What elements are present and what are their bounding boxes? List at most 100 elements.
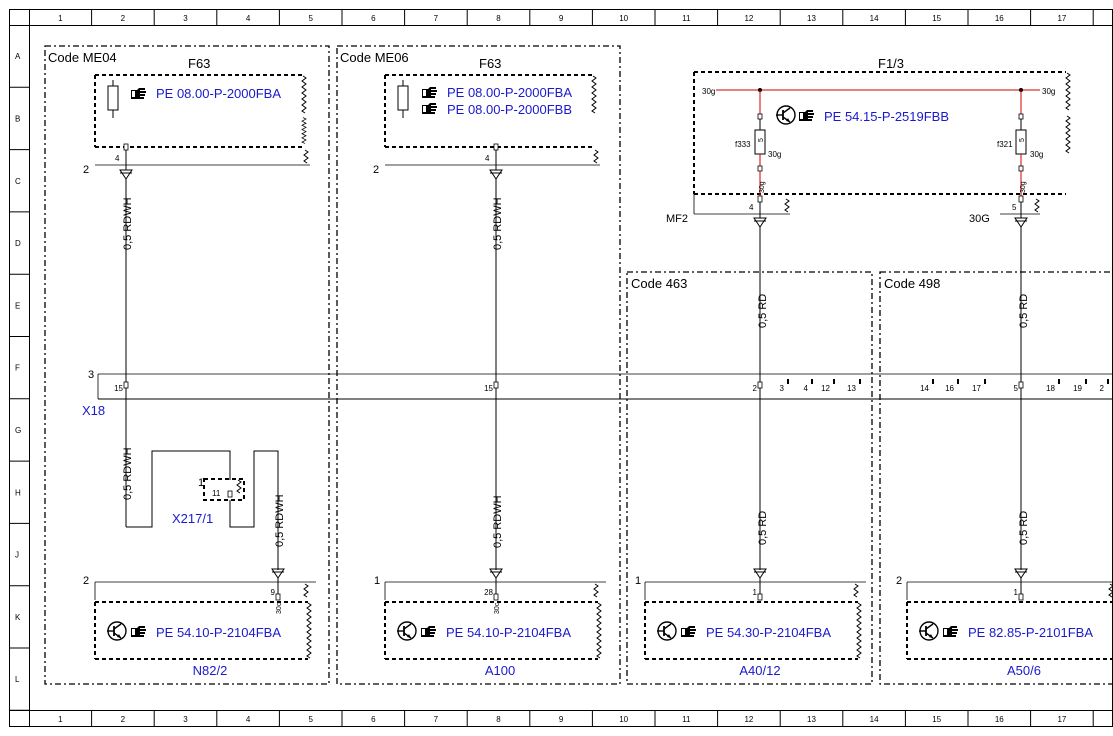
- wire1-upper-label: 0,5 RDWH: [122, 197, 134, 250]
- f321-pin: 5: [1012, 203, 1017, 212]
- f321-value: 5: [1019, 138, 1026, 142]
- grid-col-bottom-4: 4: [246, 715, 251, 724]
- code-me04-label: Code ME04: [48, 50, 117, 65]
- grid-col-bottom-17: 17: [1057, 715, 1066, 724]
- connector-arrow-icon: [489, 568, 503, 579]
- component-ref[interactable]: PE 82.85-P-2101FBA: [968, 625, 1093, 640]
- x18-pin-label: 15: [484, 384, 493, 393]
- f63-left-pin: 4: [115, 154, 120, 163]
- grid-col-top-4: 4: [246, 14, 251, 23]
- f321-term: 30g: [1030, 150, 1043, 159]
- x18-pin-label: 2: [753, 384, 758, 393]
- wire2-upper-label: 0,5 RDWH: [492, 197, 504, 250]
- component-a40-12[interactable]: 1 1 PE 54.30-P-2104FBA A40/12: [635, 568, 866, 678]
- grid-col-top-6: 6: [371, 14, 376, 23]
- code-me06-label: Code ME06: [340, 50, 409, 65]
- grid-col-top-1: 1: [58, 14, 63, 23]
- f13-bus-right: 30g: [1042, 87, 1055, 96]
- grid-col-bottom-10: 10: [619, 715, 628, 724]
- wire1-loop-label: 0,5 RDWH: [122, 447, 134, 500]
- x18-pin-socket: [859, 379, 861, 384]
- grid-col-bottom-6: 6: [371, 715, 376, 724]
- f333-label: f333: [735, 140, 751, 149]
- grid-col-bottom-13: 13: [807, 715, 816, 724]
- component-name: A40/12: [739, 663, 780, 678]
- transistor-icon: [775, 105, 796, 125]
- transistor-icon: [918, 621, 939, 641]
- f63-left-side: 2: [83, 164, 89, 176]
- component-pin: 1: [753, 588, 758, 597]
- code-498-label: Code 498: [884, 276, 940, 291]
- connector-arrow-icon: [1014, 568, 1028, 579]
- x18-pin-label: 13: [847, 384, 856, 393]
- connector-arrow-icon: [489, 169, 503, 180]
- connector-arrow-icon: [119, 169, 133, 180]
- component-ref[interactable]: PE 54.30-P-2104FBA: [706, 625, 831, 640]
- component-side: 1: [635, 575, 641, 587]
- grid-col-bottom-9: 9: [559, 715, 564, 724]
- x18-pin-label: 19: [1073, 384, 1082, 393]
- x18-side: 3: [88, 369, 94, 381]
- grid-row-G: G: [15, 426, 21, 435]
- code-463-label: Code 463: [631, 276, 687, 291]
- f63-mid-ref-1[interactable]: PE 08.00-P-2000FBA: [447, 85, 572, 100]
- wire2-lower-label: 0,5 RDWH: [492, 495, 504, 548]
- pointing-hand-icon: [131, 88, 146, 99]
- grid-col-bottom-5: 5: [308, 715, 313, 724]
- f333-term: 30g: [768, 150, 781, 159]
- connector-arrow-icon: [271, 568, 285, 579]
- grid-row-A: A: [15, 52, 21, 61]
- grid-col-top-14: 14: [870, 14, 879, 23]
- grid-col-top-17: 17: [1057, 14, 1066, 23]
- component-name: N82/2: [193, 663, 228, 678]
- grid-col-bottom-16: 16: [995, 715, 1004, 724]
- x18-pin-socket: [932, 379, 934, 384]
- connector-arrow-icon: [753, 217, 767, 228]
- grid-row-H: H: [15, 488, 21, 497]
- component-ref[interactable]: PE 54.10-P-2104FBA: [446, 625, 571, 640]
- component-name: A100: [485, 663, 515, 678]
- transistor-icon: [106, 621, 127, 641]
- grid-row-F: F: [15, 364, 20, 373]
- component-name: A50/6: [1007, 663, 1041, 678]
- grid-col-top-9: 9: [559, 14, 564, 23]
- grid-col-top-13: 13: [807, 14, 816, 23]
- x18-name: X18: [82, 403, 105, 418]
- pointing-hand-icon: [943, 626, 958, 637]
- grid-col-bottom-3: 3: [183, 715, 188, 724]
- f63-mid-ref-2[interactable]: PE 08.00-P-2000FBB: [447, 102, 572, 117]
- grid-col-bottom-11: 11: [682, 715, 691, 724]
- x18-pin-socket: [984, 379, 986, 384]
- grid-col-top-3: 3: [183, 14, 188, 23]
- x18-pin-label: 18: [1046, 384, 1055, 393]
- component-side: 1: [374, 575, 380, 587]
- f63-left-ref[interactable]: PE 08.00-P-2000FBA: [156, 86, 281, 101]
- x217-name: X217/1: [172, 511, 213, 526]
- f321-conn: 30G: [969, 213, 990, 225]
- grid-col-top-5: 5: [308, 14, 313, 23]
- f13-bus-left: 30g: [702, 87, 715, 96]
- component-pin: 9: [271, 588, 276, 597]
- x18-pin-socket: [493, 381, 499, 389]
- component-ref[interactable]: PE 54.10-P-2104FBA: [156, 625, 281, 640]
- wire4-upper-label: 0,5 RD: [1018, 294, 1030, 328]
- grid-col-top-2: 2: [121, 14, 126, 23]
- x18-pin-label: 3: [780, 384, 785, 393]
- x18-pin-label: 4: [804, 384, 809, 393]
- f333-pin: 4: [749, 203, 754, 212]
- x18-pin-socket: [1058, 379, 1060, 384]
- x18-pin-socket: [957, 379, 959, 384]
- grid-row-L: L: [15, 675, 20, 684]
- f13-ref[interactable]: PE 54.15-P-2519FBB: [824, 109, 949, 124]
- pointing-hand-icon: [421, 626, 436, 637]
- f63-left-name: F63: [188, 56, 210, 71]
- f63-mid-pin: 4: [485, 154, 490, 163]
- grid-col-bottom-7: 7: [434, 715, 439, 724]
- grid-col-bottom-12: 12: [744, 715, 753, 724]
